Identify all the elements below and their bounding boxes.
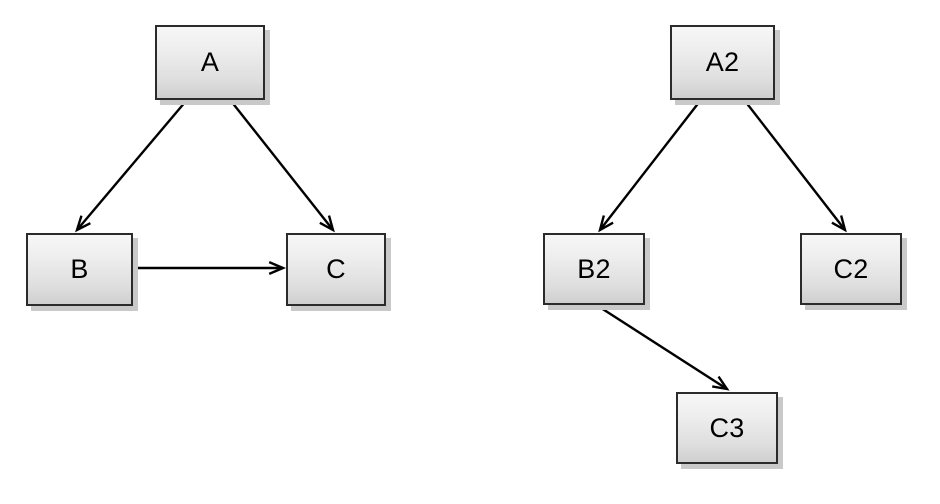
node-c2[interactable]: C2 <box>800 233 902 305</box>
node-label: A2 <box>705 47 740 77</box>
node-c3[interactable]: C3 <box>676 392 778 464</box>
edge-a-to-c <box>230 100 335 233</box>
arrowhead <box>831 215 847 233</box>
edge-a2-to-c2 <box>744 100 847 233</box>
node-c[interactable]: C <box>286 233 386 306</box>
edge-line <box>744 100 846 231</box>
edge-a-to-b <box>75 100 187 233</box>
edge-b-to-c <box>134 261 287 275</box>
arrowhead <box>319 215 335 233</box>
node-label: C <box>326 254 346 284</box>
node-label: B <box>70 254 89 284</box>
edge-line <box>599 100 701 231</box>
arrowhead <box>712 375 730 391</box>
edge-line <box>76 100 187 231</box>
node-a[interactable]: A <box>155 25 265 100</box>
arrowhead <box>268 261 287 275</box>
node-label: A <box>200 47 220 77</box>
arrowhead <box>75 215 91 233</box>
edge-line <box>597 304 728 391</box>
node-b2[interactable]: B2 <box>543 233 645 305</box>
edge-b2-to-c3 <box>597 304 730 391</box>
node-label: B2 <box>577 253 611 284</box>
node-label: C3 <box>709 412 745 443</box>
edge-a2-to-b2 <box>598 100 701 233</box>
arrowhead <box>598 215 614 233</box>
node-a2[interactable]: A2 <box>670 25 775 100</box>
node-label: C2 <box>833 253 869 284</box>
node-b[interactable]: B <box>26 233 133 306</box>
edge-line <box>230 100 334 231</box>
